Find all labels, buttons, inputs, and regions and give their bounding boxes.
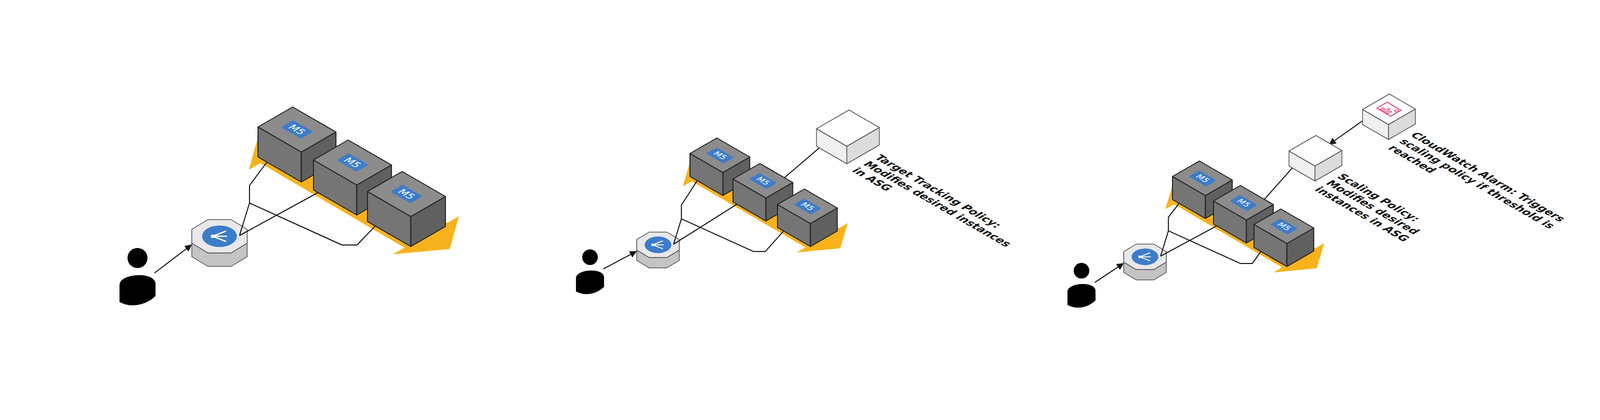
policy-label: Scaling Policy: Modifies desired instanc… [1311,172,1453,254]
policy-shape [1289,135,1342,181]
load-balancer [1124,244,1167,280]
instance-box: M5 [777,189,838,247]
user-icon [576,249,604,294]
traffic-arrow [239,187,329,236]
instance-box: M5 [367,171,446,247]
instance-shape [367,171,446,247]
policy-shape [816,110,880,164]
policy-link [1329,119,1366,145]
policy-shape [1362,94,1416,140]
request-arrow [603,251,637,269]
policy-box: Scaling Policy: Modifies desired instanc… [1289,135,1342,181]
user-icon [1067,263,1096,308]
load-balancer [637,232,680,268]
instance-shape [1254,209,1314,267]
traffic-arrow [681,219,789,252]
instance-box: M5 [1254,209,1314,267]
traffic-arrow [1160,221,1225,256]
request-arrow [154,244,192,273]
load-balancer [192,219,248,267]
instance-shape [777,189,838,247]
traffic-arrow [239,154,273,236]
policy-box: CloudWatch Alarm: Triggers scaling polic… [1362,94,1416,140]
policy-box: Target Tracking Policy: Modifies desired… [816,110,880,164]
policy-link [1261,163,1297,203]
alarm-icon [1377,102,1401,117]
user-icon [119,248,156,306]
traffic-arrow [1160,197,1184,256]
traffic-arrow [673,199,745,244]
request-arrow [1095,263,1124,283]
traffic-arrow [673,174,702,244]
policy-label: Target Tracking Policy: Modifies desired… [848,153,1034,260]
